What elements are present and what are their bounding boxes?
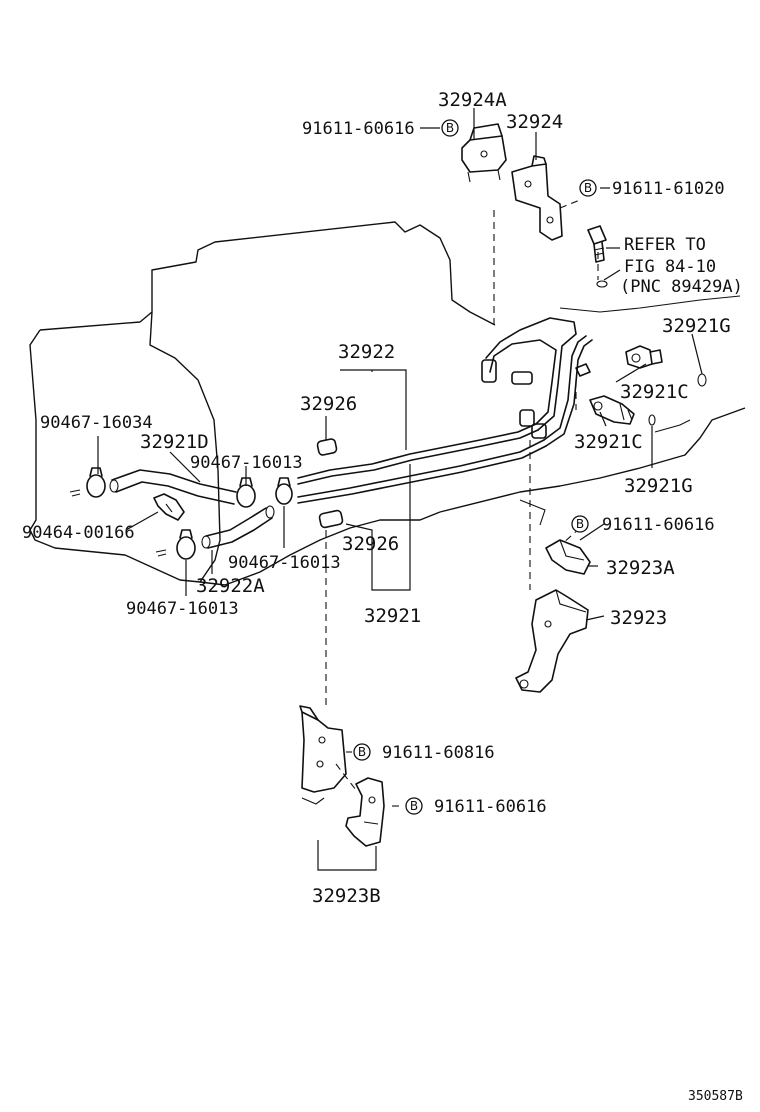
hose-32922A	[201, 505, 275, 549]
bracket-32924	[511, 155, 563, 241]
clamp-90467-16013-mid	[275, 477, 293, 505]
clamp-90467-16034	[86, 467, 106, 498]
clip-90464-00166	[153, 493, 185, 521]
svg-text:B: B	[446, 121, 454, 135]
fitting-32921C-lower	[589, 395, 635, 425]
label-32921D: 32921D	[140, 431, 209, 453]
svg-text:B: B	[584, 181, 592, 195]
fitting-union	[575, 363, 591, 377]
pressure-sensor	[587, 225, 608, 288]
bolt-marker-top: B	[441, 119, 459, 137]
svg-text:B: B	[358, 745, 366, 759]
label-90464-00166: 90464-00166	[22, 523, 135, 543]
label-32922A: 32922A	[196, 575, 265, 597]
label-32921G-top: 32921G	[662, 315, 731, 337]
bolt-marker-61020: B	[579, 179, 597, 197]
label-32921C-upper: 32921C	[620, 381, 689, 403]
label-32926-upper: 32926	[300, 393, 357, 415]
label-32926-lower: 32926	[342, 533, 399, 555]
label-32924A: 32924A	[438, 89, 507, 111]
label-32921G-lower: 32921G	[624, 475, 693, 497]
label-91611-61020: 91611-61020	[612, 179, 725, 199]
bracket-32924A	[461, 123, 507, 183]
clamp-90467-16013-bottom	[176, 529, 196, 560]
alignment-lines	[325, 199, 599, 807]
label-32923B: 32923B	[312, 885, 381, 907]
label-32923: 32923	[610, 607, 667, 629]
label-32923A: 32923A	[606, 557, 675, 579]
label-90467-16013-bottom: 90467-16013	[126, 599, 239, 619]
fitting-32921C-upper	[625, 345, 663, 369]
label-32924: 32924	[506, 111, 563, 133]
label-91611-60616-right: 91611-60616	[602, 515, 715, 535]
hose-32921D	[109, 469, 237, 505]
hose-32926-upper	[316, 438, 338, 456]
bracket-32923B	[299, 705, 385, 847]
leader-lines	[97, 108, 703, 871]
bolt-marker-60816: B	[353, 743, 371, 761]
label-91611-60816: 91611-60816	[382, 743, 495, 763]
label-91611-60616-bottom: 91611-60616	[434, 797, 547, 817]
bolt-marker-bottom: B	[405, 797, 423, 815]
refer-note-line1: REFER TO	[624, 235, 706, 255]
label-32922: 32922	[338, 341, 395, 363]
label-90467-16013-mid: 90467-16013	[228, 553, 341, 573]
label-32921C-lower: 32921C	[574, 431, 643, 453]
svg-text:B: B	[576, 517, 584, 531]
gasket-32921G-lower	[648, 414, 656, 426]
label-32921: 32921	[364, 605, 421, 627]
hose-end-marks	[69, 489, 167, 557]
refer-note-line2: FIG 84-10	[624, 257, 716, 277]
bracket-32923	[515, 589, 589, 693]
svg-text:B: B	[410, 799, 418, 813]
refer-note-line3: (PNC 89429A)	[620, 277, 743, 297]
engine-outline	[29, 221, 746, 586]
pipe-lines	[297, 317, 593, 504]
label-90467-16034: 90467-16034	[40, 413, 153, 433]
label-90467-16013-top: 90467-16013	[190, 453, 303, 473]
bolt-marker-right: B	[571, 515, 589, 533]
label-91611-60616-top: 91611-60616	[302, 119, 415, 139]
figure-code: 350587B	[688, 1089, 743, 1104]
gasket-32921G-top	[697, 373, 707, 387]
bracket-32923A	[545, 539, 591, 575]
hose-32926-lower	[318, 509, 344, 529]
